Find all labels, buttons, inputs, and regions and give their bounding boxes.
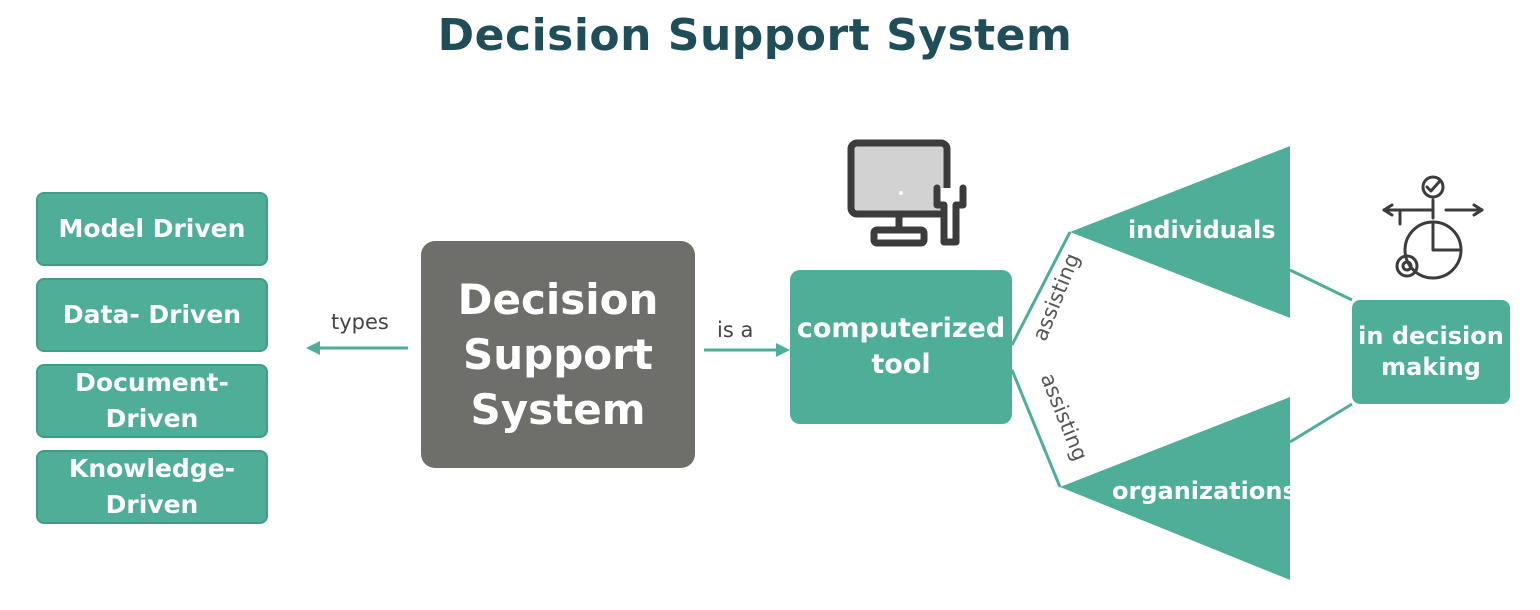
individuals-triangle (1070, 146, 1290, 318)
type-model-driven: Model Driven (36, 192, 268, 266)
type-data-driven: Data- Driven (36, 278, 268, 352)
individuals-label: individuals (1128, 216, 1276, 244)
join-line-individuals (1289, 268, 1353, 302)
type-document-driven: Document-Driven (36, 364, 268, 438)
diagram-title: Decision Support System (437, 10, 1073, 61)
branch-line-individuals (1010, 231, 1072, 346)
is-a-arrow-head (776, 343, 790, 357)
computer-wrench-icon (847, 139, 967, 247)
organizations-triangle (1060, 397, 1290, 580)
type-knowledge-driven: Knowledge-Driven (36, 450, 268, 524)
decision-making-node: in decision making (1352, 300, 1510, 404)
organizations-label: organizations (1112, 477, 1297, 505)
is-a-label: is a (717, 318, 754, 342)
center-node: Decision Support System (421, 241, 695, 468)
branch-line-organizations (1010, 369, 1062, 488)
types-label: types (331, 310, 389, 334)
join-line-organizations (1289, 402, 1353, 444)
computerized-tool-node: computerized tool (790, 270, 1012, 424)
decision-making-icon (1382, 175, 1484, 280)
types-arrow-head (306, 341, 320, 355)
